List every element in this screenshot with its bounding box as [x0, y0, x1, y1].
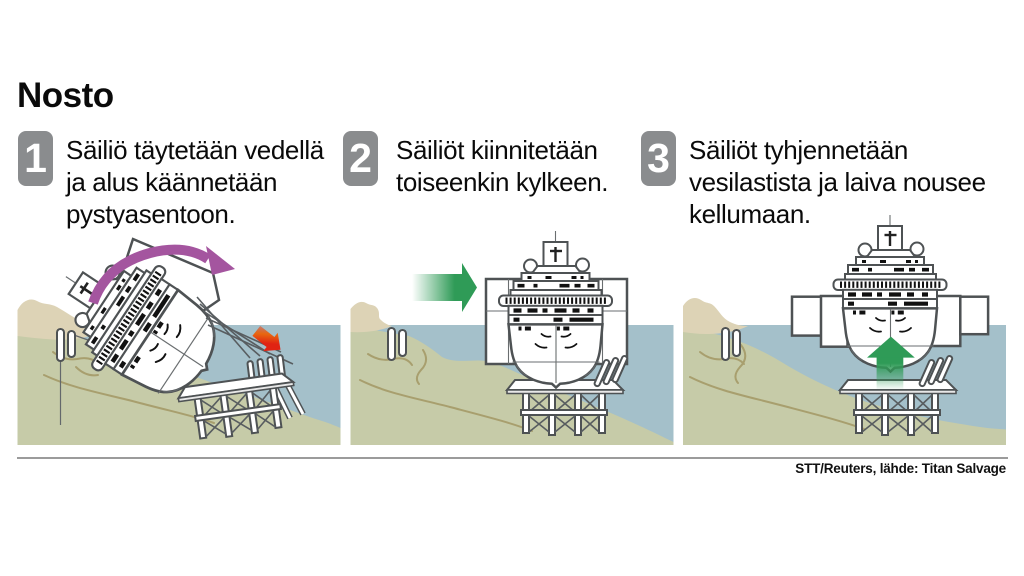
- step-2-text: Säiliöt kiinnitetään toiseenkin kylkeen.: [396, 135, 609, 197]
- step-3-number-badge: 3: [641, 131, 676, 186]
- panel-1-capsized-ship-scene: [17, 226, 341, 445]
- step-1-text: Säiliö täytetään vedellä ja alus käännet…: [66, 135, 324, 229]
- rotation-arrow-icon: [88, 244, 235, 305]
- sink-arrow-icon: [252, 325, 281, 352]
- panel-3-floating-ship-scene: [683, 215, 1006, 445]
- footer-divider: [17, 457, 1008, 459]
- beach-3: [683, 298, 748, 334]
- push-arrow-icon: [412, 263, 477, 312]
- lift-arrow-icon: [867, 336, 915, 392]
- salvage-cables: [196, 296, 294, 365]
- panel-2-upright-ship-scene: [350, 231, 674, 445]
- step-1-number-badge: 1: [18, 131, 53, 186]
- step-3-text: Säiliöt tyhjennetään vesilastista ja lai…: [689, 135, 986, 229]
- seabed-3: [683, 324, 1006, 445]
- upright-ship: [499, 231, 612, 388]
- credit-text: STT/Reuters, lähde: Titan Salvage: [795, 461, 1006, 476]
- beach-2: [350, 301, 392, 333]
- step-2-number-badge: 2: [343, 131, 378, 186]
- page-title: Nosto: [17, 76, 114, 115]
